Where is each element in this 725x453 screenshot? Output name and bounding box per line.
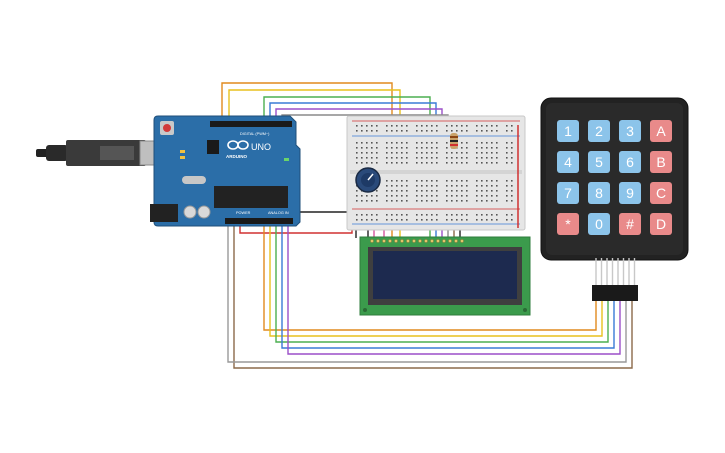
arduino-model-text: UNO — [251, 142, 271, 152]
wire-orange-bottom[interactable] — [263, 226, 597, 331]
usb-cable-icon[interactable] — [36, 140, 179, 166]
keypad-ribbon — [595, 258, 636, 286]
keypad-key-5[interactable]: 5 — [588, 151, 610, 173]
digital-label: DIGITAL (PWM~) — [240, 132, 270, 136]
arduino-logo-icon — [227, 140, 249, 150]
arduino-uno-board[interactable]: ARDUINO UNO DIGITAL (PWM~) POWER ANALOG … — [150, 115, 301, 227]
keypad-key-7[interactable]: 7 — [557, 182, 579, 204]
wire-yellow-bottom[interactable] — [269, 226, 603, 337]
led-tx — [180, 156, 185, 159]
keypad-key-2[interactable]: 2 — [588, 120, 610, 142]
atmega-chip — [214, 186, 288, 208]
led-on — [284, 158, 289, 161]
keypad-key-label: 9 — [626, 185, 634, 201]
wire-blue-bottom[interactable] — [281, 226, 615, 349]
led-l — [180, 150, 185, 153]
keypad-key-star[interactable]: * — [557, 213, 579, 235]
keypad-key-A[interactable]: A — [650, 120, 672, 142]
digital-header[interactable] — [210, 121, 292, 127]
breadboard[interactable] — [346, 115, 526, 231]
keypad-key-1[interactable]: 1 — [557, 120, 579, 142]
icsp-header — [207, 140, 219, 154]
keypad-key-label: 6 — [626, 154, 634, 170]
lcd-display[interactable] — [359, 236, 531, 316]
keypad-4x4[interactable]: 1 2 3 A 4 5 6 B 7 8 9 C * 0 # D — [540, 97, 689, 301]
keypad-key-4[interactable]: 4 — [557, 151, 579, 173]
wire-purple-bottom[interactable] — [287, 226, 621, 355]
keypad-key-label: 3 — [626, 123, 634, 139]
keypad-key-B[interactable]: B — [650, 151, 672, 173]
keypad-key-label: 1 — [564, 123, 572, 139]
keypad-key-label: 2 — [595, 123, 603, 139]
keypad-key-C[interactable]: C — [650, 182, 672, 204]
lcd-pin-header[interactable] — [370, 239, 464, 243]
keypad-key-label: B — [656, 154, 665, 170]
keypad-key-8[interactable]: 8 — [588, 182, 610, 204]
keypad-key-label: # — [626, 216, 634, 232]
keypad-connector[interactable] — [592, 285, 638, 301]
keypad-key-label: 7 — [564, 185, 572, 201]
capacitor-1 — [183, 205, 197, 219]
power-label: POWER — [236, 211, 251, 215]
keypad-key-hash[interactable]: # — [619, 213, 641, 235]
power-jack — [150, 204, 178, 222]
resistor-icon[interactable] — [450, 133, 458, 149]
wire-brown-left[interactable] — [233, 226, 633, 369]
keypad-key-label: 8 — [595, 185, 603, 201]
wire-green-bottom[interactable] — [275, 226, 609, 343]
keypad-key-label: C — [656, 185, 666, 201]
keypad-key-label: 5 — [595, 154, 603, 170]
keypad-key-0[interactable]: 0 — [588, 213, 610, 235]
wire-gray-left[interactable] — [227, 226, 627, 363]
keypad-key-D[interactable]: D — [650, 213, 672, 235]
capacitor-2 — [197, 205, 211, 219]
keypad-key-9[interactable]: 9 — [619, 182, 641, 204]
power-analog-header[interactable] — [225, 218, 293, 224]
keypad-key-label: D — [656, 216, 666, 232]
keypad-key-label: * — [565, 216, 571, 232]
analog-label: ANALOG IN — [268, 211, 289, 215]
potentiometer-icon[interactable] — [355, 167, 381, 193]
arduino-logo-text: ARDUINO — [226, 154, 247, 159]
crystal — [182, 176, 206, 184]
keypad-key-label: 0 — [595, 216, 603, 232]
lcd-screen — [373, 251, 517, 299]
keypad-key-6[interactable]: 6 — [619, 151, 641, 173]
keypad-key-label: A — [656, 123, 666, 139]
keypad-key-label: 4 — [564, 154, 572, 170]
keypad-key-3[interactable]: 3 — [619, 120, 641, 142]
